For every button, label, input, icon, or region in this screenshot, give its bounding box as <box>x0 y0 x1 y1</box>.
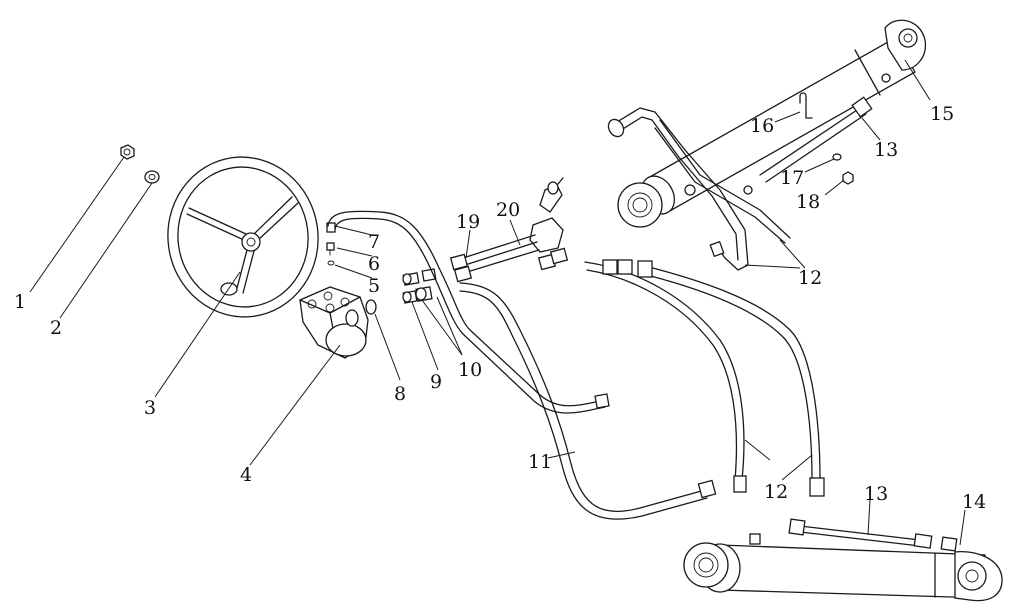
callout-4: 4 <box>240 464 252 486</box>
callout-19: 19 <box>456 211 480 233</box>
part-17-washer <box>832 153 842 161</box>
part-9-adapter <box>402 290 418 304</box>
hose-7 <box>327 210 610 414</box>
callout-18: 18 <box>796 191 820 213</box>
callout-2: 2 <box>50 317 62 339</box>
callout-10: 10 <box>458 359 482 381</box>
hose-12-left <box>584 261 747 493</box>
callout-11: 11 <box>528 451 552 473</box>
callout-16: 16 <box>750 115 774 137</box>
part-12-steering-arm <box>607 107 791 271</box>
part-18-nut <box>842 171 854 185</box>
part-10-adapters <box>402 268 437 302</box>
part-4-steering-unit <box>299 286 369 359</box>
part-1-nut <box>120 144 135 160</box>
callout-labels: 1 2 3 4 5 6 7 8 9 10 11 12 12 13 13 14 1… <box>14 103 986 513</box>
callout-1: 1 <box>14 291 26 313</box>
part-2-washer <box>144 170 160 184</box>
part-5-oring <box>327 260 335 266</box>
callout-14: 14 <box>962 491 986 513</box>
part-14-lower-cylinder <box>683 533 1003 602</box>
callout-12-lower: 12 <box>764 481 788 503</box>
callout-9: 9 <box>430 371 442 393</box>
part-20-valve-block <box>529 177 569 271</box>
part-19-tubes <box>449 234 540 283</box>
callout-6: 6 <box>368 253 380 275</box>
part-8-seal <box>365 299 377 315</box>
part-15-upper-cylinder <box>617 19 927 228</box>
callout-5: 5 <box>368 275 380 297</box>
callout-15: 15 <box>930 103 954 125</box>
callout-12-upper: 12 <box>798 267 822 289</box>
hose-12-right <box>602 259 825 497</box>
callout-13-upper: 13 <box>874 139 898 161</box>
callout-8: 8 <box>394 383 406 405</box>
leader-lines <box>29 59 966 546</box>
callout-3: 3 <box>144 397 156 419</box>
callout-17: 17 <box>780 167 804 189</box>
part-16-clip <box>799 92 813 119</box>
part-13-tie-rod-upper <box>759 96 873 183</box>
hose-11 <box>459 282 717 520</box>
callout-13-lower: 13 <box>864 483 888 505</box>
part-3-steering-wheel <box>167 156 319 318</box>
part-6-bolt <box>326 242 335 256</box>
callout-7: 7 <box>368 231 380 253</box>
callout-20: 20 <box>496 199 520 221</box>
part-13-tie-rod-lower <box>788 518 958 552</box>
